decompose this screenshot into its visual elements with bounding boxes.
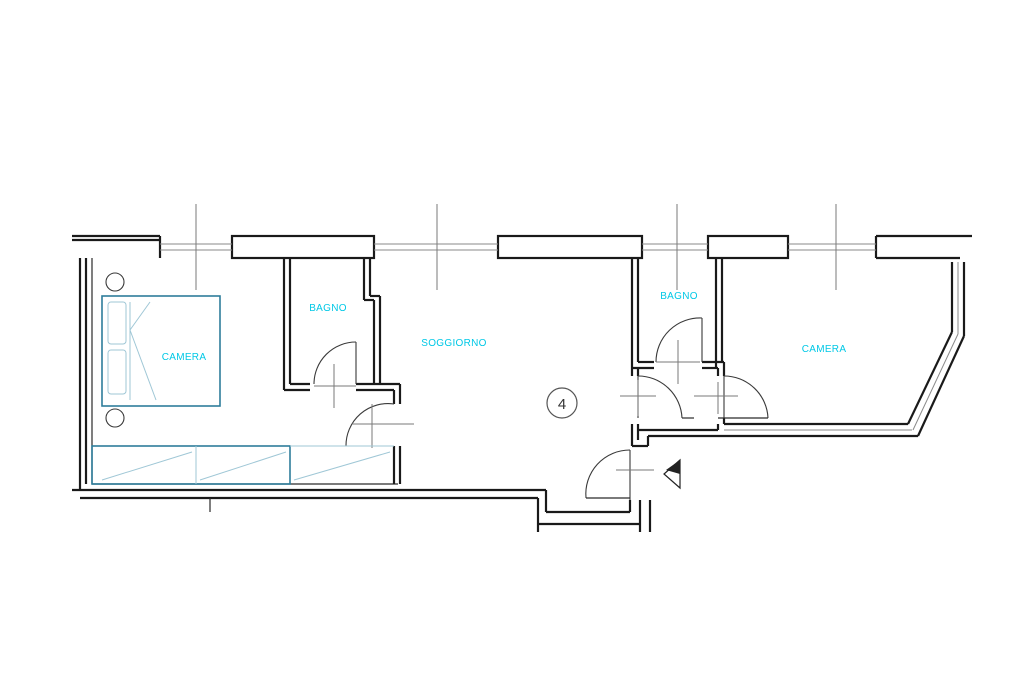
wardrobe-icon [91, 445, 394, 485]
camera-east-walls [630, 262, 966, 448]
room-label-bagno-east: BAGNO [660, 291, 698, 302]
room-label-camera-west: CAMERA [162, 352, 207, 363]
unit-number-badge: 4 [546, 387, 578, 419]
room-label-soggiorno: SOGGIORNO [421, 338, 486, 349]
bagno-east-walls [630, 258, 726, 376]
room-label-bagno-west: BAGNO [309, 303, 347, 314]
bed-icon [101, 272, 221, 428]
south-wall [72, 483, 652, 532]
north-wall [72, 234, 972, 260]
unit-number: 4 [558, 396, 566, 413]
entrance-arrow-icon [663, 458, 681, 490]
window-axes [195, 204, 837, 290]
room-label-camera-east: CAMERA [802, 344, 847, 355]
west-wall [78, 258, 93, 490]
window-icon [160, 243, 876, 251]
door-swing-icon [313, 317, 769, 500]
bagno-west-walls [282, 258, 402, 484]
